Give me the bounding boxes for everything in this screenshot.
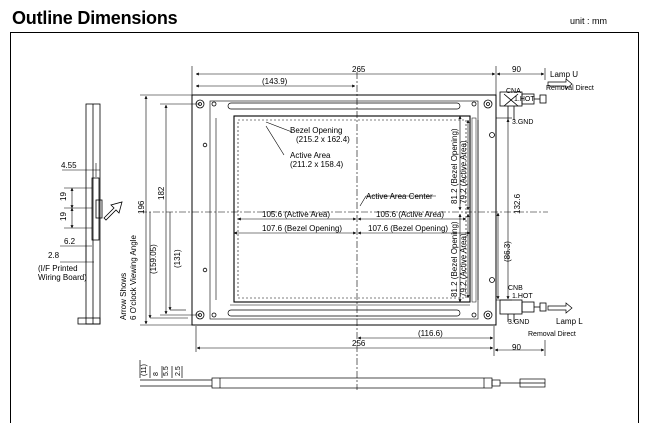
interface-board — [91, 177, 100, 241]
dim-19-bottom: 19 — [59, 212, 68, 221]
active-area-size: (211.2 x 158.4) — [290, 160, 344, 169]
mounting-hole-icon — [483, 310, 493, 320]
module-outline — [191, 94, 497, 326]
gnd-bottom-label: 3.GND — [508, 319, 529, 326]
dim-19-top: 19 — [59, 192, 68, 201]
lamp-u-direction: Removal Direct — [546, 85, 594, 92]
side-bracket — [77, 317, 101, 325]
dim-6-2: 6.2 — [64, 237, 76, 246]
viewing-angle-arrow-icon — [103, 201, 123, 221]
hot-top-label: 1.HOT — [514, 96, 535, 103]
lamp-connector-top — [499, 91, 547, 120]
left-active-dim: 105.6 (Active Area) — [262, 210, 330, 219]
v-bezel-top: 81.2 (Bezel Opening) — [450, 128, 459, 204]
dim-90-top: 90 — [512, 65, 521, 74]
cnb-label: CNB — [508, 285, 523, 292]
bezel-opening-size: (215.2 x 162.4) — [296, 135, 350, 144]
dim-143-9: (143.9) — [262, 77, 288, 86]
dim-90-bottom: 90 — [512, 343, 521, 352]
left-bezel-dim: 107.6 (Bezel Opening) — [262, 224, 342, 233]
lamp-l-label: Lamp L — [556, 317, 583, 326]
v-active-bottom: 79.2 (Active Area) — [459, 233, 468, 297]
dim-8: 8 — [153, 372, 160, 376]
dim-2-8: 2.8 — [48, 251, 60, 260]
lamp-u-label: Lamp U — [550, 70, 578, 79]
lamp-connector-bottom — [499, 299, 547, 322]
right-active-dim: 105.6 (Active Area) — [376, 210, 444, 219]
dim-2-5: 2.5 — [175, 366, 182, 376]
mounting-hole-icon — [483, 99, 493, 109]
active-area — [237, 119, 467, 299]
dim-265: 265 — [352, 65, 366, 74]
front-view: Bezel Opening (215.2 x 162.4) Active Are… — [140, 72, 548, 390]
active-area-center-label: Active Area Center — [366, 192, 433, 201]
right-bezel-dim: 107.6 (Bezel Opening) — [368, 224, 448, 233]
page-title: Outline Dimensions — [12, 8, 178, 28]
dim-86-3: (86.3) — [503, 241, 512, 262]
dim-256: 256 — [352, 339, 366, 348]
dim-159-05: (159.05) — [149, 244, 158, 274]
wiring-board-label: Wiring Board) — [38, 273, 87, 282]
hot-bottom-label: 1.HOT — [512, 293, 533, 300]
viewing-angle-label-1: Arrow Shows — [119, 273, 128, 320]
lamp-l-direction: Removal Direct — [528, 331, 576, 338]
dim-182: 182 — [157, 186, 166, 200]
dim-4-55: 4.55 — [61, 161, 77, 170]
viewing-angle-label-2: 6 O'clock Viewing Angle — [129, 234, 138, 320]
dim-196: 196 — [137, 200, 146, 214]
page-frame — [10, 32, 639, 423]
unit-label: unit : mm — [570, 16, 608, 26]
v-active-top: 79.2 (Active Area) — [459, 140, 468, 204]
bottom-side-view — [139, 360, 546, 389]
active-area-label: Active Area — [290, 151, 331, 160]
dim-116-6: (116.6) — [418, 329, 443, 338]
dim-11: (11) — [141, 364, 148, 376]
gnd-top-label: 3.GND — [512, 119, 533, 126]
dim-131: (131) — [173, 249, 182, 268]
v-bezel-bottom: 81.2 (Bezel Opening) — [450, 221, 459, 297]
dim-132-6: 132.6 — [513, 193, 522, 214]
side-view — [77, 103, 103, 325]
bezel-opening — [233, 115, 471, 303]
bezel-opening-label: Bezel Opening — [290, 126, 342, 135]
if-printed-label: (I/F Printed — [38, 264, 78, 273]
cna-label: CNA — [506, 88, 521, 95]
lamp-l-arrow-icon — [547, 302, 573, 314]
lamp-u-arrow-icon — [547, 78, 573, 90]
dim-5-5: 5.5 — [163, 366, 170, 376]
